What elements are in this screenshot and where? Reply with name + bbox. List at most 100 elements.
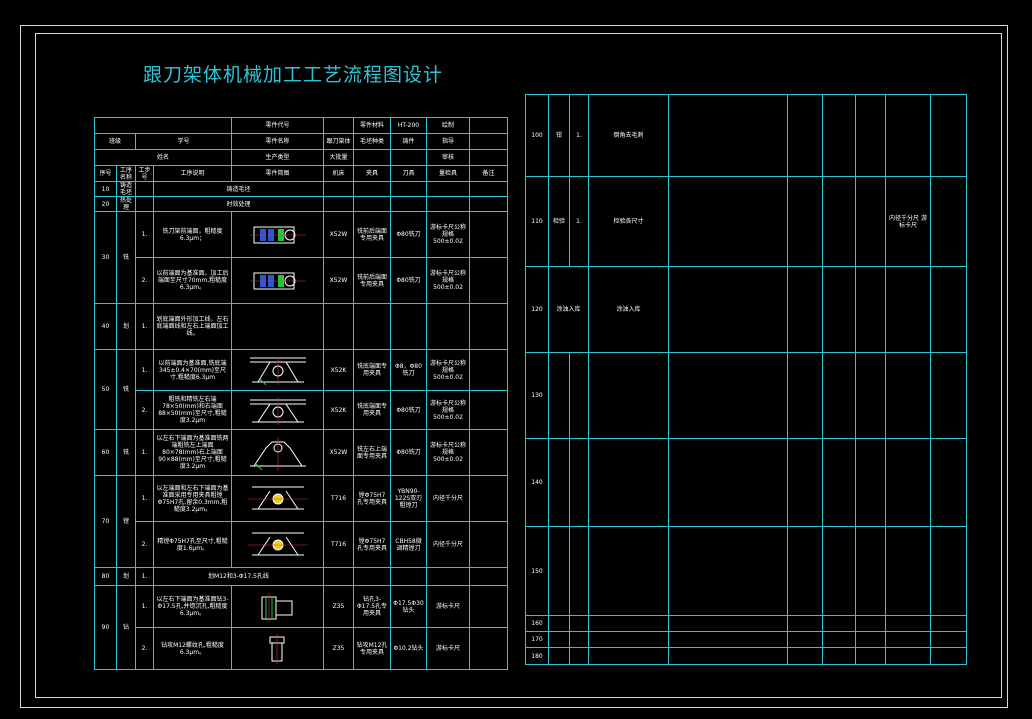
step-desc-cell: 以左端面和左右下端面为基准面采用专用夹具粗镗Φ75H7孔,留余0.3mm,粗糙度…: [153, 475, 232, 522]
table-row: 90 钻 1. 以左右下端面为基准面钻3-Φ17.5孔,并锪沉孔,粗糙度6.3μ…: [94, 585, 508, 670]
sketch-thread-hole-icon: [269, 633, 284, 664]
gauge-cell: 游标卡尺: [426, 627, 470, 670]
step-desc-cell: 涂油入库: [588, 266, 669, 353]
tool-cell: CBH58微调精镗刀: [390, 521, 427, 568]
table-row: 50 铣 1. 以前端面为基准面,铣底端345±0.4×70(mm)至尺寸,粗糙…: [94, 349, 508, 430]
table-row: 120 涂油入库 涂油入库: [525, 266, 967, 353]
seq-cell: 10: [94, 181, 117, 197]
seq-cell: 80: [94, 567, 117, 586]
table-row: 30 铣 1. 铣刀架前端面，粗糙度6.3μm； X52W 铣前后端面专用夹具 …: [94, 211, 508, 304]
process-name-cell: 铣: [116, 349, 136, 430]
step-desc-cell: 粗铣和精铣左右端78×50(mm)和右端面88×50(mm)至尺寸,粗糙度3.2…: [153, 390, 232, 430]
process-name-cell: 热处理: [116, 196, 136, 212]
table-row: 170: [525, 631, 967, 648]
step-desc-cell: 铸造毛坯: [153, 181, 324, 197]
machine-cell: Z35: [323, 627, 354, 670]
col-seq: 序号: [94, 165, 117, 182]
table-row: 20 热处理 时效处理: [94, 196, 508, 212]
part-code-label: 零件代号: [231, 117, 324, 134]
step-desc-cell: 钻攻M12螺纹孔,粗糙度6.3μm。: [153, 627, 232, 670]
part-sketch: [231, 429, 324, 476]
table-row: 80 划 1. 划M12和3-Φ17.5孔线: [94, 567, 508, 586]
part-name-value: 跟刀架体: [323, 133, 354, 150]
seq-cell: 160: [525, 615, 549, 632]
material-label: 零件材料: [353, 117, 391, 134]
header-row-3: 姓名 生产类型 大批量 审核: [94, 149, 508, 166]
table-row: 130: [525, 352, 967, 439]
production-type-value: 大批量: [323, 149, 354, 166]
drawing-title: 跟刀架体机械加工工艺流程图设计: [143, 64, 444, 86]
machine-cell: T716: [323, 521, 354, 568]
seq-cell: 70: [94, 475, 117, 568]
step-no-cell: 1.: [135, 429, 154, 476]
tool-cell: Φ17.5Φ30钻头: [390, 585, 427, 628]
sketch-top-face-icon: [249, 436, 306, 471]
col-sketch: 零件简图: [231, 165, 324, 182]
drafted-label: 绘制: [426, 117, 470, 134]
table-row: 150: [525, 526, 967, 616]
header-row-1: 零件代号 零件材料 HT-200 绘制: [94, 117, 508, 134]
step-desc-cell: 倒角去毛刺: [588, 94, 669, 177]
step-desc-cell: 检验各尺寸: [588, 176, 669, 267]
part-sketch: [231, 390, 324, 430]
seq-cell: 30: [94, 211, 117, 304]
part-sketch: [231, 475, 324, 522]
header-row-2: 班级 学号 零件名称 跟刀架体 毛坯种类 铸件 指导: [94, 133, 508, 150]
process-name-cell: 钻: [116, 585, 136, 670]
part-sketch: [231, 585, 324, 628]
advisor-label: 指导: [426, 133, 470, 150]
tool-cell: Φ80铣刀: [390, 429, 427, 476]
tool-cell: Φ80铣刀: [390, 257, 427, 304]
fixture-cell: 铣底端面专用夹具: [353, 349, 391, 391]
col-gauge: 量检具: [426, 165, 470, 182]
process-name-cell: 检验: [548, 176, 570, 267]
col-process-name: 工序名称: [116, 165, 136, 182]
table-row: 180: [525, 647, 967, 665]
seq-cell: 180: [525, 647, 549, 665]
process-name-cell: 镗: [116, 475, 136, 568]
blank-type-value: 铸件: [390, 133, 427, 150]
gauge-cell: 游标卡尺公称规格500±0.02: [426, 429, 470, 476]
process-name-cell: 铸造毛坯: [116, 181, 136, 197]
process-name-cell: 划: [116, 567, 136, 586]
step-desc-cell: 以左右下端面为基准面钻3-Φ17.5孔,并锪沉孔,粗糙度6.3μm。: [153, 585, 232, 628]
name-label: 姓名: [94, 149, 232, 166]
step-no-cell: 1.: [135, 567, 154, 586]
gauge-cell: 游标卡尺公称规格500±0.02: [426, 349, 470, 391]
seq-cell: 140: [525, 438, 549, 527]
step-desc-cell: 以前端面为基准面，加工后端面至尺寸70mm,粗糙度6.3μm。: [153, 257, 232, 304]
gauge-cell: 内径千分尺: [426, 521, 470, 568]
material-value: HT-200: [390, 117, 427, 134]
step-no-cell: 1.: [135, 585, 154, 628]
fixture-cell: 镗Φ75H7孔专用夹具: [353, 475, 391, 522]
table-row: 2. 以前端面为基准面，加工后端面至尺寸70mm,粗糙度6.3μm。 X52W …: [95, 257, 508, 304]
process-table-right: 100 钳 1. 倒角去毛刺 110 检验 1. 检验各尺寸 内径千分尺 游标卡…: [525, 94, 967, 665]
machine-cell: X52K: [323, 349, 354, 391]
fixture-cell: 铣左右上端面专用夹具: [353, 429, 391, 476]
step-no-cell: 2.: [135, 627, 154, 670]
step-desc-cell: 精镗Φ75H7孔至尺寸,粗糙度1.6μm。: [153, 521, 232, 568]
col-machine: 机床: [323, 165, 354, 182]
step-desc-cell: 以左右下端面为基准面铣两端粗铣左上端面80×78(mm)右上端面90×88(mm…: [153, 429, 232, 476]
class-label: 班级: [94, 133, 136, 150]
table-row: 40 划 1. 划底端面外形加工线，左右底端面线和左右上端面加工线。: [94, 303, 508, 350]
process-name-cell: 铣: [116, 429, 136, 476]
part-sketch: [231, 627, 324, 670]
step-no-cell: 1.: [135, 475, 154, 522]
machine-cell: X52W: [323, 211, 354, 258]
step-desc-cell: 划底端面外形加工线，左右底端面线和左右上端面加工线。: [153, 303, 232, 350]
tool-cell: YBN90-122S双刃粗镗刀: [390, 475, 427, 522]
table-row: 160: [525, 615, 967, 632]
step-no-cell: 2.: [135, 521, 154, 568]
part-sketch: [231, 349, 324, 391]
part-name-label: 零件名称: [231, 133, 324, 150]
fixture-cell: 铣底端面专用夹具: [353, 390, 391, 430]
production-type-label: 生产类型: [231, 149, 324, 166]
table-row: 140: [525, 438, 967, 527]
col-step-desc: 工序说明: [153, 165, 232, 182]
process-name-cell: 铣: [116, 211, 136, 304]
seq-cell: 60: [94, 429, 117, 476]
table-row: 2. 钻攻M12螺纹孔,粗糙度6.3μm。 Z35 钻攻M12孔专用夹具 Φ10…: [95, 627, 508, 670]
machine-cell: X52W: [323, 429, 354, 476]
student-id-label: 学号: [135, 133, 232, 150]
